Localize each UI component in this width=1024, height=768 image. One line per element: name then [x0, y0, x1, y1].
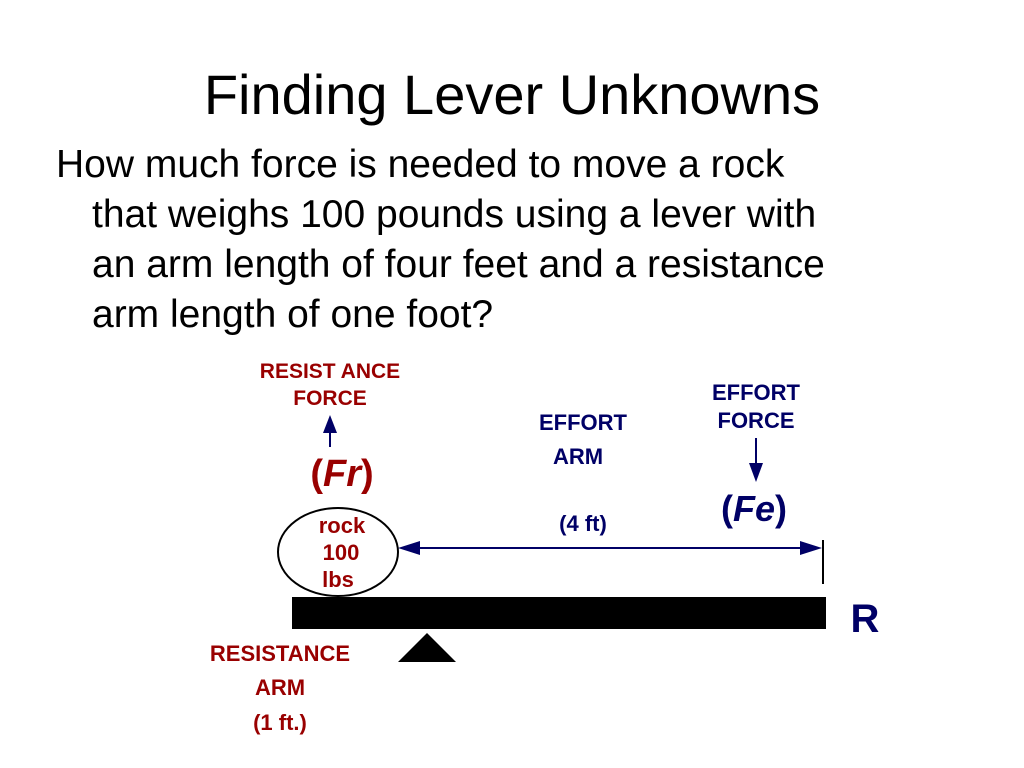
resistance-arm-label-line-1: RESISTANCE — [210, 641, 350, 666]
rock-label-line-1: rock — [319, 513, 366, 538]
resistance-arm-length: (1 ft.) — [253, 710, 307, 735]
resistance-force-up-arrow-icon — [323, 415, 337, 447]
effort-force-label-line-2: FORCE — [718, 408, 795, 433]
rock-label-line-2: 100 — [323, 540, 360, 565]
rock-ellipse — [277, 507, 399, 597]
effort-force-down-arrow-icon — [749, 438, 763, 482]
question-line-2: that weighs 100 pounds using a lever wit… — [92, 193, 817, 236]
resistance-force-label-line-2: FORCE — [293, 387, 367, 410]
effort-force-label-line-1: EFFORT — [712, 380, 801, 405]
question-text: How much force is needed to move a rock … — [56, 140, 976, 340]
question-line-3: an arm length of four feet and a resista… — [92, 243, 825, 286]
question-line-1: How much force is needed to move a rock — [56, 143, 785, 186]
rock-label-line-3: lbs — [322, 567, 354, 592]
resistance-arm-label-line-2: ARM — [255, 675, 305, 700]
resistance-force-symbol: (Fr) — [310, 453, 373, 495]
fulcrum-triangle — [398, 633, 456, 662]
effort-force-symbol: (Fe) — [721, 488, 787, 529]
lever-bar — [292, 597, 826, 629]
resistance-force-label-line-1: RESIST ANCE — [260, 360, 400, 383]
effort-arm-label-line-1: EFFORT — [539, 410, 628, 435]
effort-arm-label-line-2: ARM — [553, 444, 603, 469]
slide-title: Finding Lever Unknowns — [203, 63, 821, 126]
effort-arm-length: (4 ft) — [559, 511, 607, 536]
end-marker-label: R — [851, 597, 880, 641]
effort-arm-dimension-arrow-icon — [398, 541, 822, 555]
question-line-4: arm length of one foot? — [92, 293, 494, 336]
